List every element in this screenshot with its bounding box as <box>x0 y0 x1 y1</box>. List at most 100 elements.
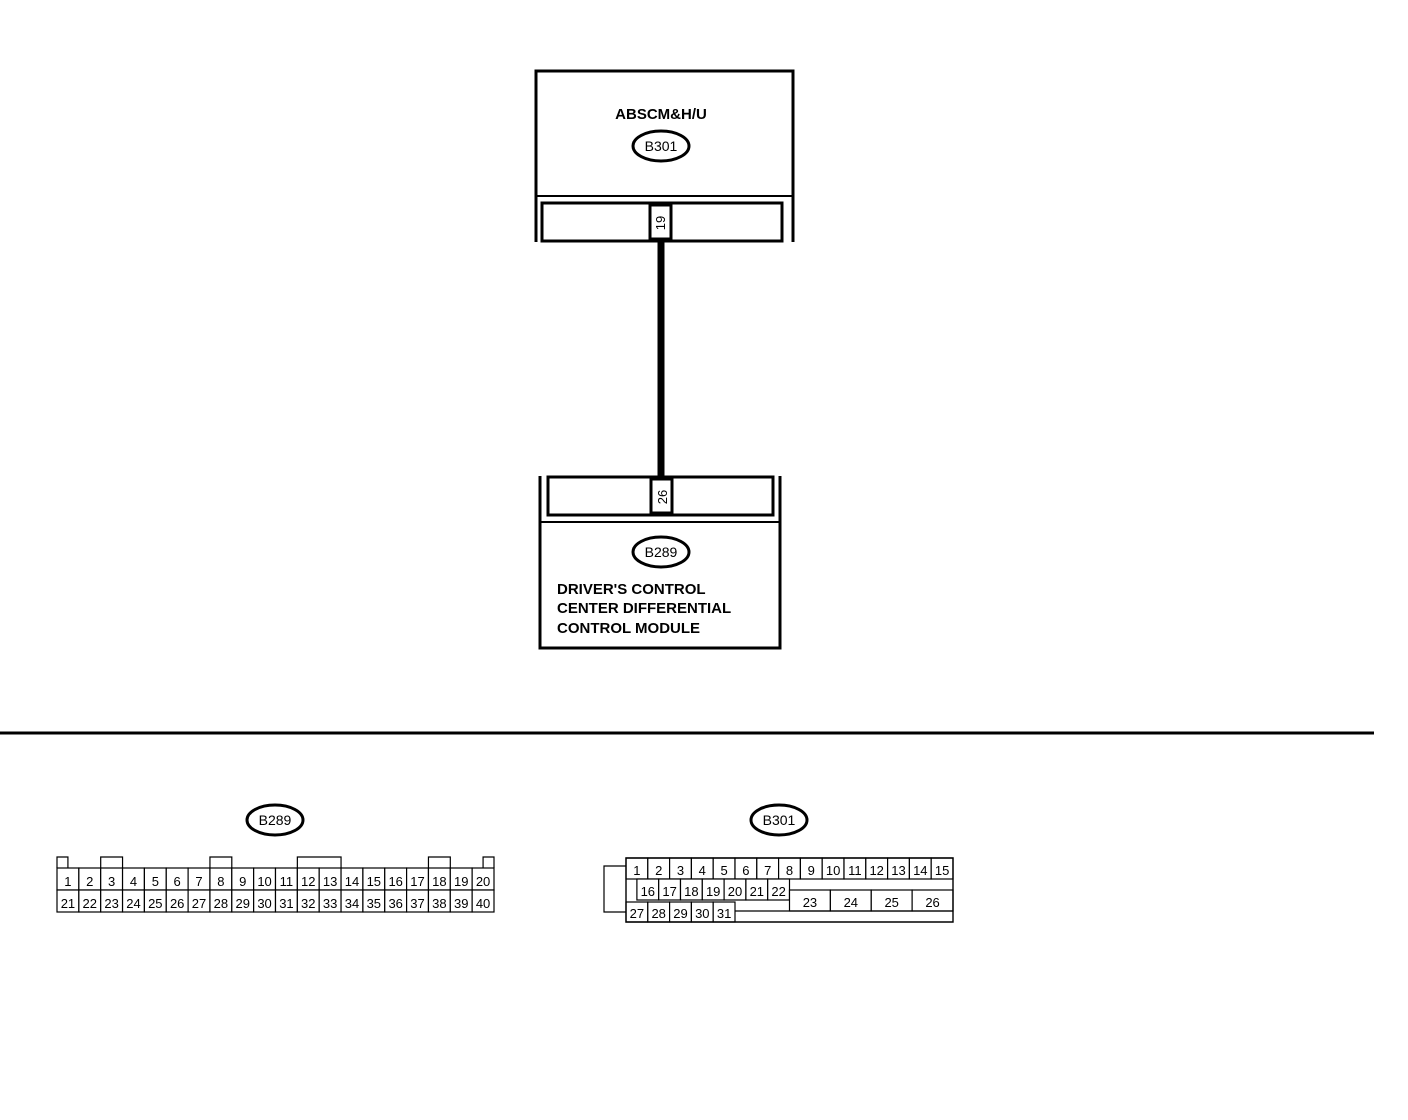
b301-pin-1: 1 <box>633 863 640 878</box>
b289-pin-18: 18 <box>432 874 446 889</box>
b289-pin-40: 40 <box>476 896 490 911</box>
b289-key-tab <box>100 856 124 868</box>
b301-pin-9: 9 <box>808 863 815 878</box>
b301-pin-19: 19 <box>706 884 720 899</box>
dccd-pin-cell <box>649 477 674 515</box>
b301-pin-5: 5 <box>720 863 727 878</box>
b289-pin-34: 34 <box>345 896 359 911</box>
b289-pin-17: 17 <box>410 874 424 889</box>
dccd-name-line-3: CONTROL MODULE <box>557 620 700 637</box>
b301-pin-15: 15 <box>935 863 949 878</box>
b289-key-tab <box>482 856 495 868</box>
b289-pin-30: 30 <box>257 896 271 911</box>
b301-pin-27: 27 <box>630 906 644 921</box>
b301-pin-23: 23 <box>803 895 817 910</box>
b289-pin-11: 11 <box>280 874 294 889</box>
b301-pin-18: 18 <box>684 884 698 899</box>
b289-pin-19: 19 <box>454 874 468 889</box>
b289-view-badge <box>245 803 305 837</box>
b301-view-badge <box>749 803 809 837</box>
b301-pin-30: 30 <box>695 906 709 921</box>
b289-pin-21: 21 <box>61 896 75 911</box>
dccd-pin-number: 26 <box>655 490 670 504</box>
b289-pin-16: 16 <box>388 874 402 889</box>
dccd-connector-label: B289 <box>645 544 678 560</box>
b289-pin-24: 24 <box>126 896 140 911</box>
b289-key-tab <box>209 856 233 868</box>
b289-pin-5: 5 <box>152 874 159 889</box>
abs-module: ABSCM&H/U B301 19 <box>534 69 795 243</box>
b301-pin-21: 21 <box>750 884 764 899</box>
b289-pin-15: 15 <box>367 874 381 889</box>
b289-pin-31: 31 <box>279 896 293 911</box>
dccd-module: 26 B289 DRIVER'S CONTROL CENTER DIFFEREN… <box>538 475 782 650</box>
b301-pin-10: 10 <box>826 863 840 878</box>
b301-pin-31: 31 <box>717 906 731 921</box>
b289-pin-37: 37 <box>410 896 424 911</box>
b289-pin-8: 8 <box>217 874 224 889</box>
dccd-name-line-2: CENTER DIFFERENTIAL <box>557 600 731 617</box>
abs-module-name: ABSCM&H/U <box>615 106 707 123</box>
b289-pin-23: 23 <box>104 896 118 911</box>
b301-view-label: B301 <box>763 812 796 828</box>
b301-pin-28: 28 <box>651 906 665 921</box>
b301-pin-2: 2 <box>655 863 662 878</box>
abs-connector-badge <box>631 129 691 163</box>
b301-pin-12: 12 <box>869 863 883 878</box>
b289-pin-3: 3 <box>108 874 115 889</box>
b301-pin-4: 4 <box>699 863 706 878</box>
b301-pin-16: 16 <box>641 884 655 899</box>
b289-pin-25: 25 <box>148 896 162 911</box>
b301-lock-tab <box>603 865 626 913</box>
b289-pin-33: 33 <box>323 896 337 911</box>
b301-pin-22: 22 <box>771 884 785 899</box>
abs-connector-label: B301 <box>645 138 678 154</box>
b301-housing <box>625 857 954 923</box>
b289-pin-12: 12 <box>301 874 315 889</box>
dccd-name-line-1: DRIVER'S CONTROL <box>557 581 706 598</box>
b301-pin-3: 3 <box>677 863 684 878</box>
b289-pin-20: 20 <box>476 874 490 889</box>
b289-pin-7: 7 <box>195 874 202 889</box>
b289-pin-13: 13 <box>323 874 337 889</box>
b289-pin-26: 26 <box>170 896 184 911</box>
b289-pin-39: 39 <box>454 896 468 911</box>
b289-pin-28: 28 <box>214 896 228 911</box>
abs-pin-number: 19 <box>653 216 668 230</box>
b289-key-tab <box>427 856 451 868</box>
b289-pin-10: 10 <box>257 874 271 889</box>
b289-pin-38: 38 <box>432 896 446 911</box>
b301-pin-13: 13 <box>891 863 905 878</box>
b289-pin-9: 9 <box>239 874 246 889</box>
b289-pin-6: 6 <box>174 874 181 889</box>
b301-pin-24: 24 <box>844 895 858 910</box>
b289-pin-36: 36 <box>388 896 402 911</box>
b289-pin-40-cell <box>471 889 495 913</box>
b289-key-tab <box>56 856 69 868</box>
b301-pin-20: 20 <box>728 884 742 899</box>
b301-pin-7: 7 <box>764 863 771 878</box>
b301-pin-11: 11 <box>848 863 862 878</box>
b289-key-tab <box>296 856 342 868</box>
b289-view-label: B289 <box>259 812 292 828</box>
b301-pin-14: 14 <box>913 863 927 878</box>
dccd-connector-badge <box>631 535 691 569</box>
b289-pin-2: 2 <box>86 874 93 889</box>
b289-pin-27: 27 <box>192 896 206 911</box>
b301-pin-25: 25 <box>884 895 898 910</box>
b289-pin-32: 32 <box>301 896 315 911</box>
b289-pin-35: 35 <box>367 896 381 911</box>
b301-pin-17: 17 <box>662 884 676 899</box>
b301-pin-8: 8 <box>786 863 793 878</box>
abs-pin-cell <box>648 203 673 241</box>
b289-pin-1: 1 <box>64 874 71 889</box>
b289-pin-14: 14 <box>345 874 359 889</box>
b301-pin-26: 26 <box>925 895 939 910</box>
b301-pin-29: 29 <box>673 906 687 921</box>
b289-pin-29: 29 <box>235 896 249 911</box>
